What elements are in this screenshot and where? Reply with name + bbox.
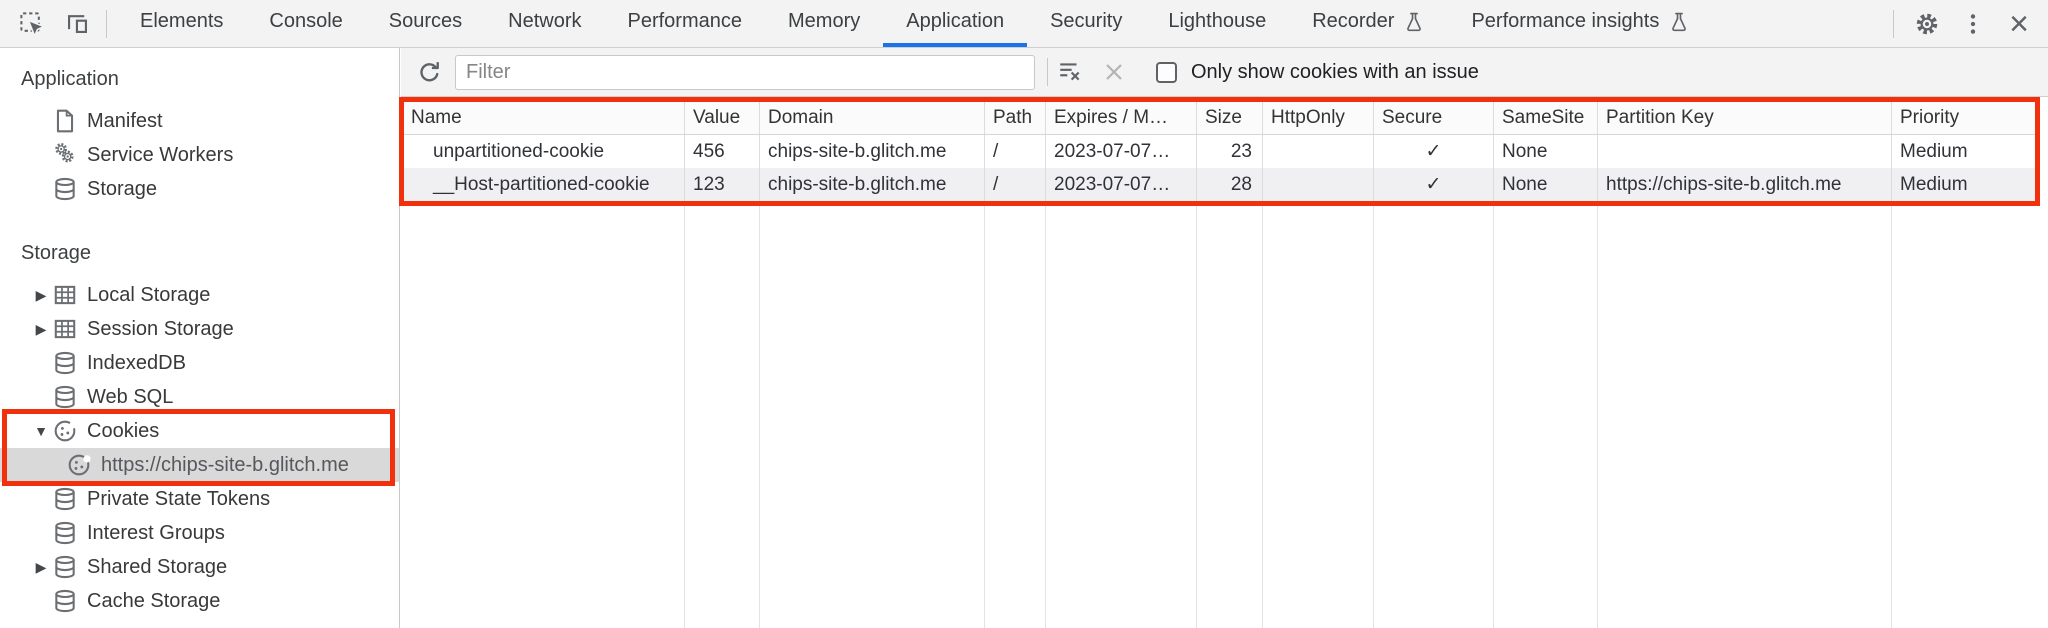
column-header-expires[interactable]: Expires / M… xyxy=(1046,101,1197,134)
tab-performance[interactable]: Performance xyxy=(627,10,743,32)
column-header-partition-key[interactable]: Partition Key xyxy=(1598,101,1892,134)
tab-recorder-label: Recorder xyxy=(1312,10,1395,32)
filter-input[interactable] xyxy=(455,54,1035,90)
devtools-tab-bar: Elements Console Sources Network Perform… xyxy=(0,0,2048,48)
refresh-icon[interactable] xyxy=(409,52,449,92)
experiment-flask-icon xyxy=(1668,11,1690,33)
sidebar-item-cookies[interactable]: ▼ Cookies xyxy=(0,414,399,448)
tab-security[interactable]: Security xyxy=(1050,10,1123,32)
checkmark-icon: ✓ xyxy=(1374,135,1494,168)
tab-performance-insights[interactable]: Performance insights xyxy=(1448,0,1713,47)
column-header-domain[interactable]: Domain xyxy=(760,101,985,134)
column-header-path[interactable]: Path xyxy=(985,101,1046,134)
application-section-tree: Manifest Service Workers Storage xyxy=(0,104,399,206)
sidebar-item-cache-storage[interactable]: Cache Storage xyxy=(0,584,399,618)
sidebar-item-storage[interactable]: Storage xyxy=(0,172,399,206)
tabbar-divider xyxy=(106,9,107,38)
database-icon xyxy=(52,520,78,546)
database-icon xyxy=(52,384,78,410)
database-icon xyxy=(52,350,78,376)
cookie-icon xyxy=(66,452,92,478)
cookie-row-unpartitioned[interactable]: unpartitioned-cookie 456 chips-site-b.gl… xyxy=(403,135,2036,168)
issue-filter-label: Only show cookies with an issue xyxy=(1191,60,1479,83)
database-icon xyxy=(52,176,78,202)
tab-sources[interactable]: Sources xyxy=(388,10,463,32)
tab-network[interactable]: Network xyxy=(508,10,582,32)
sidebar-section-application: Application xyxy=(21,67,119,90)
database-icon xyxy=(52,486,78,512)
sidebar-item-indexeddb[interactable]: IndexedDB xyxy=(0,346,399,380)
cookie-icon xyxy=(52,418,78,444)
sidebar-item-session-storage[interactable]: ▶ Session Storage xyxy=(0,312,399,346)
storage-section-tree: ▶ Local Storage ▶ Session Storage Indexe… xyxy=(0,278,399,618)
sidebar-item-service-workers[interactable]: Service Workers xyxy=(0,138,399,172)
panel-tabs: Elements Console Sources Network Perform… xyxy=(117,0,1713,47)
sidebar-item-interest-groups[interactable]: Interest Groups xyxy=(0,516,399,550)
column-header-samesite[interactable]: SameSite xyxy=(1494,101,1598,134)
chevron-right-icon[interactable]: ▶ xyxy=(35,286,47,303)
database-icon xyxy=(52,588,78,614)
column-header-priority[interactable]: Priority xyxy=(1900,106,1960,128)
chevron-down-icon[interactable]: ▼ xyxy=(34,423,48,439)
cookie-pane-toolbar: Only show cookies with an issue xyxy=(401,48,2048,97)
cookie-row-host-partitioned[interactable]: __Host-partitioned-cookie 123 chips-site… xyxy=(403,168,2036,201)
gear-icon[interactable] xyxy=(1904,0,1950,47)
experiment-flask-icon xyxy=(1403,11,1425,33)
close-icon[interactable]: × xyxy=(2009,4,2029,43)
chevron-right-icon[interactable]: ▶ xyxy=(35,320,47,337)
tab-elements[interactable]: Elements xyxy=(140,10,224,32)
table-icon xyxy=(52,282,78,308)
tab-lighthouse[interactable]: Lighthouse xyxy=(1168,10,1267,32)
tab-recorder[interactable]: Recorder xyxy=(1289,0,1448,47)
column-header-secure[interactable]: Secure xyxy=(1374,101,1494,134)
document-icon xyxy=(52,108,78,134)
tabbar-controls: × xyxy=(1893,0,2042,47)
application-sidebar: Application Manifest Service Workers xyxy=(0,48,400,628)
sidebar-item-cookie-origin[interactable]: https://chips-site-b.glitch.me xyxy=(0,448,399,482)
column-header-size[interactable]: Size xyxy=(1197,101,1263,134)
issue-filter-checkbox[interactable] xyxy=(1156,61,1177,83)
chevron-right-icon[interactable]: ▶ xyxy=(35,558,47,575)
controls-divider xyxy=(1893,9,1894,38)
tab-console[interactable]: Console xyxy=(269,10,343,32)
cookie-table: Name Value Domain Path Expires / M… Size… xyxy=(403,101,2036,201)
sidebar-item-local-storage[interactable]: ▶ Local Storage xyxy=(0,278,399,312)
database-icon xyxy=(52,554,78,580)
empty-grid-column-lines xyxy=(403,201,2036,628)
gears-icon xyxy=(52,142,78,168)
device-toolbar-icon[interactable] xyxy=(54,0,100,47)
sidebar-section-storage: Storage xyxy=(21,241,92,264)
inspect-element-icon[interactable] xyxy=(8,0,54,47)
table-icon xyxy=(52,316,78,342)
only-issue-checkbox-row: Only show cookies with an issue xyxy=(1156,61,1479,84)
clear-filter-icon[interactable] xyxy=(1050,52,1090,92)
clear-icon[interactable] xyxy=(1094,52,1134,92)
sidebar-item-shared-storage[interactable]: ▶ Shared Storage xyxy=(0,550,399,584)
column-header-value[interactable]: Value xyxy=(685,101,760,134)
checkmark-icon: ✓ xyxy=(1374,168,1494,201)
cookie-table-header: Name Value Domain Path Expires / M… Size… xyxy=(403,101,2036,135)
column-header-httponly[interactable]: HttpOnly xyxy=(1263,101,1374,134)
sidebar-item-manifest[interactable]: Manifest xyxy=(0,104,399,138)
more-menu-icon[interactable] xyxy=(1950,0,1996,47)
sidebar-item-private-state-tokens[interactable]: Private State Tokens xyxy=(0,482,399,516)
column-header-name[interactable]: Name xyxy=(403,101,685,134)
tab-performance-insights-label: Performance insights xyxy=(1471,10,1660,32)
toolbar-divider xyxy=(1047,58,1048,86)
tab-memory[interactable]: Memory xyxy=(788,10,861,32)
tab-application[interactable]: Application xyxy=(883,0,1028,47)
sidebar-item-web-sql[interactable]: Web SQL xyxy=(0,380,399,414)
